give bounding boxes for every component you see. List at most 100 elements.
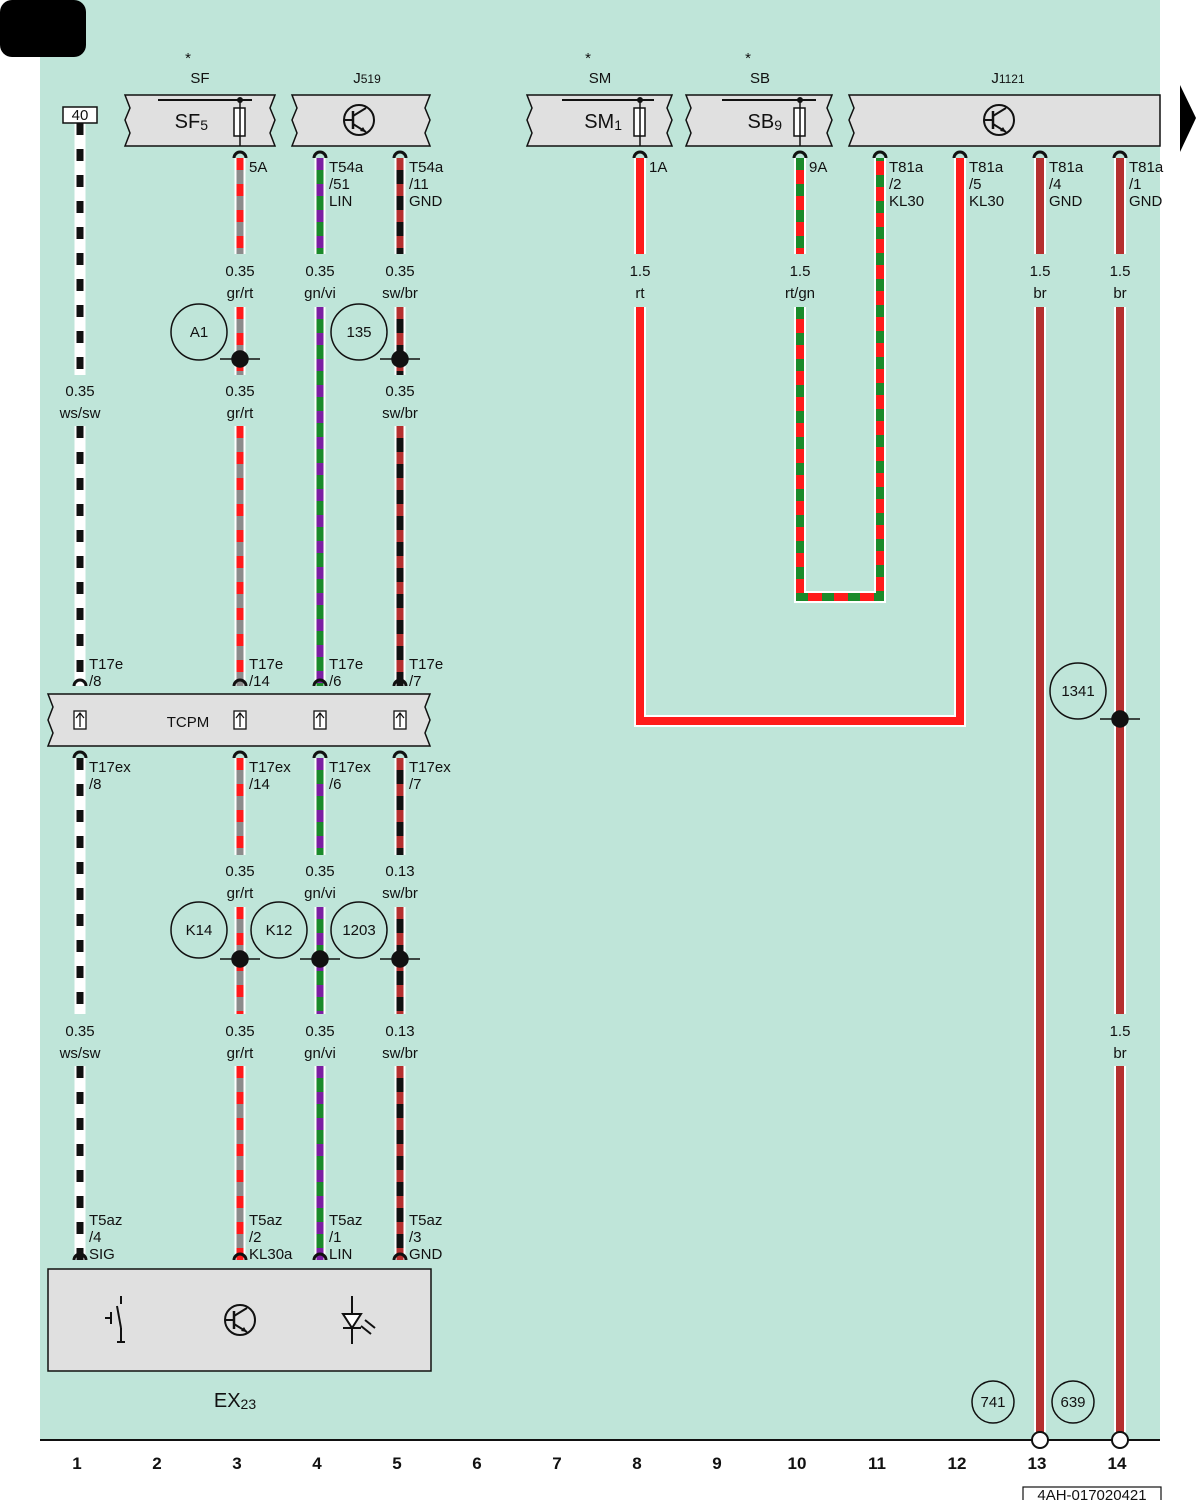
column-number: 13 <box>1028 1454 1047 1473</box>
ex23-box[interactable] <box>47 1268 432 1372</box>
column-number: 11 <box>868 1454 886 1473</box>
splices <box>220 350 1140 968</box>
transistor-icon <box>224 1304 256 1336</box>
column-number: 1 <box>72 1454 81 1473</box>
ref-label: 741 <box>980 1394 1005 1411</box>
ref-label: 1203 <box>342 922 375 939</box>
j519-label: J519 <box>353 70 381 87</box>
column-number: 6 <box>472 1454 481 1473</box>
column-number: 14 <box>1108 1454 1127 1473</box>
sm-label: SM <box>589 70 612 87</box>
column-number: 2 <box>152 1454 161 1473</box>
ground-terminal[interactable] <box>1031 1431 1049 1449</box>
ground-ref-label: 40 <box>72 107 89 124</box>
led-icon <box>341 1296 376 1344</box>
wire-segment[interactable] <box>636 158 964 725</box>
column-number: 8 <box>632 1454 641 1473</box>
ref-label: 1341 <box>1061 683 1094 700</box>
pin-label: T17ex/14 <box>249 759 291 793</box>
ref-circle[interactable] <box>170 901 228 959</box>
pin-label: 9A <box>809 159 827 176</box>
ref-label: K14 <box>186 922 213 939</box>
page-id-box <box>1022 1486 1162 1500</box>
sb-star: * <box>745 50 751 67</box>
j519-control-unit[interactable] <box>290 94 432 147</box>
ref-label: 639 <box>1060 1394 1085 1411</box>
column-number: 5 <box>392 1454 401 1473</box>
page-id: 4AH-017020421 <box>1037 1487 1146 1500</box>
pin-label: 5A <box>249 159 267 176</box>
sf-star: * <box>185 50 191 67</box>
ref-label: K12 <box>266 922 293 939</box>
transistor-icon <box>343 104 375 136</box>
pin-label: T17e/7 <box>409 656 443 690</box>
ref-label: 135 <box>346 324 371 341</box>
ref-circle[interactable] <box>330 901 388 959</box>
wire-segment[interactable] <box>796 158 884 601</box>
ex23-label: EX23 <box>214 1390 256 1412</box>
column-number: 4 <box>312 1454 322 1473</box>
ground-ref-box[interactable] <box>62 106 98 124</box>
pin-label: T17e/8 <box>89 656 123 690</box>
ground-terminal[interactable] <box>1111 1431 1129 1449</box>
transistor-icon <box>983 104 1015 136</box>
pin-label: T17e/14 <box>249 656 283 690</box>
column-number: 7 <box>552 1454 561 1473</box>
switch-icon <box>105 1296 125 1343</box>
pin-label: T17ex/7 <box>409 759 451 793</box>
pin-label: T17e/6 <box>329 656 363 690</box>
column-number: 10 <box>788 1454 807 1473</box>
pin-label: T17ex/6 <box>329 759 371 793</box>
pin-label: T17ex/8 <box>89 759 131 793</box>
j1121-control-unit[interactable] <box>847 94 1161 147</box>
sf-label: SF <box>190 70 209 87</box>
pin-label: 1A <box>649 159 667 176</box>
ref-circle[interactable] <box>971 1380 1015 1424</box>
j1121-label: J1121 <box>991 70 1025 87</box>
column-number: 9 <box>712 1454 721 1473</box>
wires <box>74 123 1126 1432</box>
ref-circle[interactable] <box>1051 1380 1095 1424</box>
column-number: 3 <box>232 1454 241 1473</box>
ref-circle[interactable] <box>1049 662 1107 720</box>
sm-star: * <box>585 50 591 67</box>
ref-circle[interactable] <box>170 303 228 361</box>
tcpm-label: TCPM <box>167 714 210 731</box>
next-page-arrow-icon[interactable] <box>1180 85 1196 152</box>
sm1-fuse-label: SM1 <box>584 111 622 133</box>
corner-tab <box>0 0 86 57</box>
ref-circle[interactable] <box>250 901 308 959</box>
sb9-fuse-label: SB9 <box>748 111 783 133</box>
ref-circle[interactable] <box>330 303 388 361</box>
column-number: 12 <box>948 1454 967 1473</box>
